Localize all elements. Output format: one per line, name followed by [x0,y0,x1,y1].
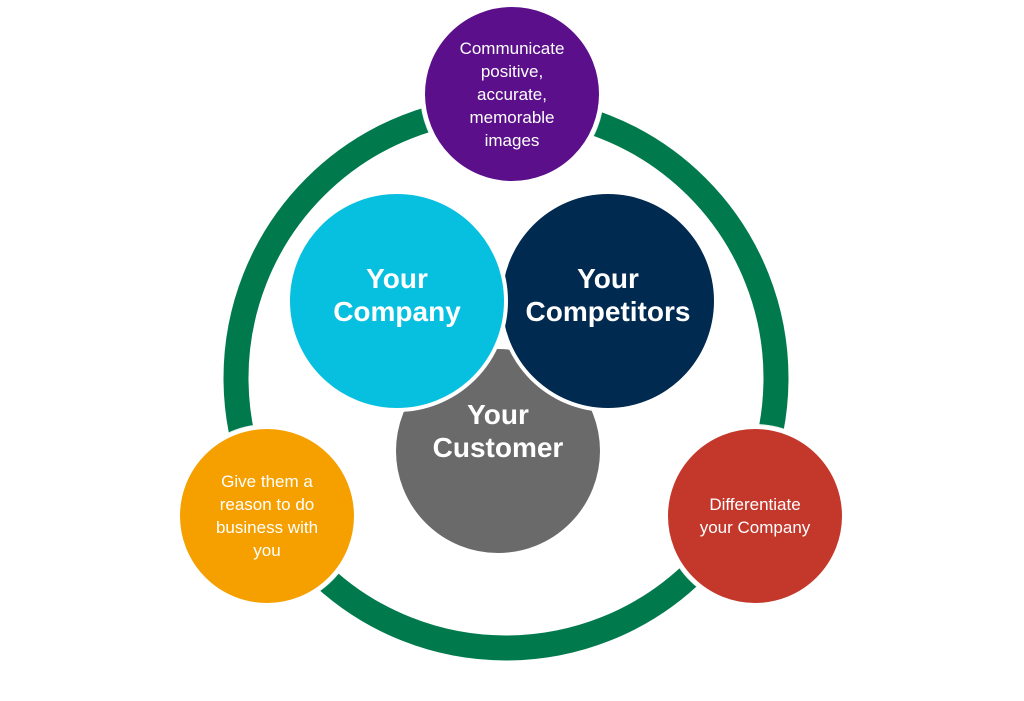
communicate-images-circle: Communicate positive, accurate, memorabl… [421,3,603,185]
your-company-circle: Your Company [286,190,508,412]
your-customer-circle: Your Customer [392,345,604,557]
communicate-images-label: Communicate positive, accurate, memorabl… [459,38,565,150]
reason-to-do-business-circle: Give them a reason to do business with y… [176,425,358,607]
your-customer-label: Your Customer [432,399,564,463]
your-competitors-label: Your Competitors [525,263,691,327]
differentiate-company-circle: Differentiate your Company [664,425,846,607]
differentiate-company-label: Differentiate your Company [699,495,811,537]
your-competitors-circle: Your Competitors [498,190,718,412]
your-company-label: Your Company [333,263,461,327]
reason-to-do-business-label: Give them a reason to do business with y… [215,472,319,560]
